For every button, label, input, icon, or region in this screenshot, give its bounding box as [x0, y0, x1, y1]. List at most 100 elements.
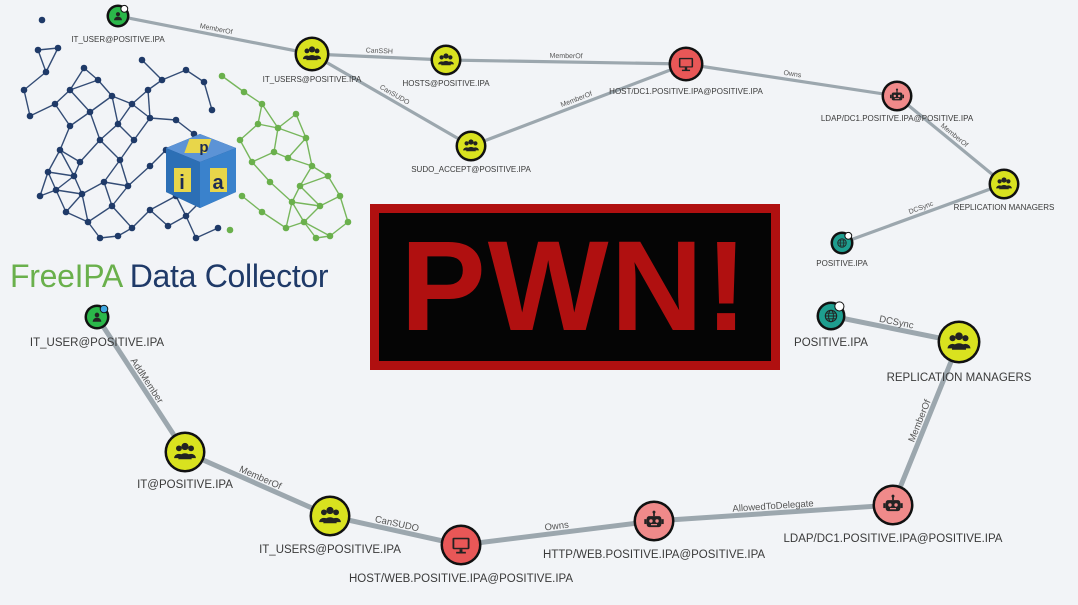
logo-network-link: [119, 139, 135, 161]
logo-network-link: [241, 195, 263, 213]
logo-network-node: [258, 208, 266, 216]
logo-network-link: [45, 47, 59, 73]
top-node-t_user[interactable]: IT_USER@POSITIVE.IPA: [71, 4, 165, 45]
logo-network-link: [131, 209, 151, 229]
logo-network-node: [51, 100, 59, 108]
logo-network-link: [269, 181, 293, 203]
logo-network-node: [52, 186, 60, 194]
bottom-node-b_http[interactable]: HTTP/WEB.POSITIVE.IPA@POSITIVE.IPA: [543, 500, 765, 562]
logo-network-node: [130, 136, 138, 144]
top-edge-line: [469, 62, 688, 148]
top-node-t_users[interactable]: IT_USERS@POSITIVE.IPA: [263, 36, 362, 85]
logo-network-node: [324, 172, 332, 180]
logo-network-node: [218, 72, 226, 80]
logo-network-node: [44, 168, 52, 176]
logo-brand-first: FreeIPA: [10, 258, 122, 294]
top-edge-line: [840, 182, 1006, 245]
top-node-t_hosts[interactable]: HOSTS@POSITIVE.IPA: [402, 44, 490, 89]
logo-network-link: [175, 195, 187, 217]
bottom-node-b_it[interactable]: IT@POSITIVE.IPA: [137, 431, 233, 492]
logo-network-link: [59, 149, 75, 177]
bottom-node-fill: [312, 498, 348, 534]
top-node-t_hostdc[interactable]: HOST/DC1.POSITIVE.IPA@POSITIVE.IPA: [609, 46, 763, 97]
top-edge-line: [310, 52, 448, 62]
logo-network-node: [138, 56, 146, 64]
logo-network-link: [291, 201, 321, 207]
logo-network-node: [66, 122, 74, 130]
logo-network-node: [116, 156, 124, 164]
top-node-fill: [433, 47, 459, 73]
top-edge-dcsync: DCSync: [840, 182, 1006, 245]
bottom-node-b_hostweb[interactable]: HOST/WEB.POSITIVE.IPA@POSITIVE.IPA: [349, 524, 573, 586]
bottom-edge-owns: Owns: [458, 518, 657, 548]
logo-network-node: [192, 234, 200, 242]
top-node-label: POSITIVE.IPA: [816, 259, 868, 268]
bottom-edge-line: [651, 502, 896, 524]
logo-network-node: [300, 218, 308, 226]
logo-network-link: [117, 123, 135, 141]
top-node-t_ldap[interactable]: LDAP/DC1.POSITIVE.IPA@POSITIVE.IPA: [821, 80, 974, 124]
logo-network-link: [89, 111, 101, 141]
logo-network-link: [127, 165, 151, 187]
bottom-node-b_users[interactable]: IT_USERS@POSITIVE.IPA: [259, 495, 401, 557]
bottom-node-b_repl[interactable]: REPLICATION MANAGERS: [887, 320, 1032, 385]
logo-network-node: [326, 232, 334, 240]
logo-network-node: [288, 198, 296, 206]
top-node-label: SUDO_ACCEPT@POSITIVE.IPA: [411, 165, 531, 174]
top-node-t_sudo[interactable]: SUDO_ACCEPT@POSITIVE.IPA: [411, 130, 531, 175]
logo-network-link: [65, 193, 83, 213]
logo-network-link: [251, 161, 271, 183]
bottom-node-label: IT_USERS@POSITIVE.IPA: [259, 544, 401, 556]
logo-network-link: [55, 175, 75, 191]
logo-network-link: [111, 95, 133, 105]
logo-network-node: [308, 162, 316, 170]
logo-network-node: [108, 92, 116, 100]
logo-network-link: [149, 117, 177, 121]
logo-network-node: [66, 86, 74, 94]
top-node-t_domain[interactable]: POSITIVE.IPA: [816, 231, 868, 269]
logo-network-link: [261, 211, 287, 229]
cube-tile-a: [210, 168, 227, 192]
logo-network-link: [257, 123, 279, 129]
node-badge-icon: [834, 301, 845, 312]
logo-network-node: [36, 192, 44, 200]
bottom-edge-line: [182, 449, 333, 519]
logo-network-link: [97, 79, 113, 97]
logo-network-node: [200, 78, 208, 86]
logo-network-node: [226, 226, 234, 234]
bottom-node-b_ldap[interactable]: LDAP/DC1.POSITIVE.IPA@POSITIVE.IPA: [784, 484, 1003, 546]
top-node-fill: [458, 133, 484, 159]
node-badge-icon: [120, 4, 129, 13]
logo-network-node: [344, 218, 352, 226]
bottom-node-b_user[interactable]: IT_USER@POSITIVE.IPA: [30, 304, 164, 350]
logo-network-link: [257, 103, 263, 125]
top-edge-line: [684, 62, 899, 98]
freeipa-logo-title: FreeIPA Data Collector: [10, 258, 329, 295]
logo-network-link: [111, 205, 133, 229]
bottom-edge-label: Owns: [544, 520, 570, 534]
logo-network-link: [37, 47, 59, 51]
logo-network-link: [303, 221, 317, 239]
top-node-label: IT_USER@POSITIVE.IPA: [71, 35, 165, 44]
top-edge-line: [895, 94, 1006, 186]
logo-network-link: [39, 171, 49, 197]
logo-network-link: [69, 89, 91, 113]
logo-network-node: [78, 190, 86, 198]
logo-network-node: [100, 178, 108, 186]
logo-network-node: [296, 182, 304, 190]
top-edge-line: [310, 52, 473, 148]
top-node-t_repl[interactable]: REPLICATION MANAGERS: [954, 168, 1055, 213]
bottom-node-fill: [940, 323, 978, 361]
logo-network-link: [131, 89, 149, 105]
bottom-node-b_domain[interactable]: POSITIVE.IPA: [794, 301, 868, 350]
logo-network-node: [266, 178, 274, 186]
logo-network-node: [312, 234, 320, 242]
logo-network-node: [70, 172, 78, 180]
top-edge-line: [444, 58, 688, 66]
node-badge-icon: [99, 304, 109, 314]
top-edge-label: CanSSH: [365, 47, 393, 55]
logo-network-link: [339, 195, 349, 223]
logo-network-node: [76, 158, 84, 166]
logo-network-link: [99, 123, 119, 141]
